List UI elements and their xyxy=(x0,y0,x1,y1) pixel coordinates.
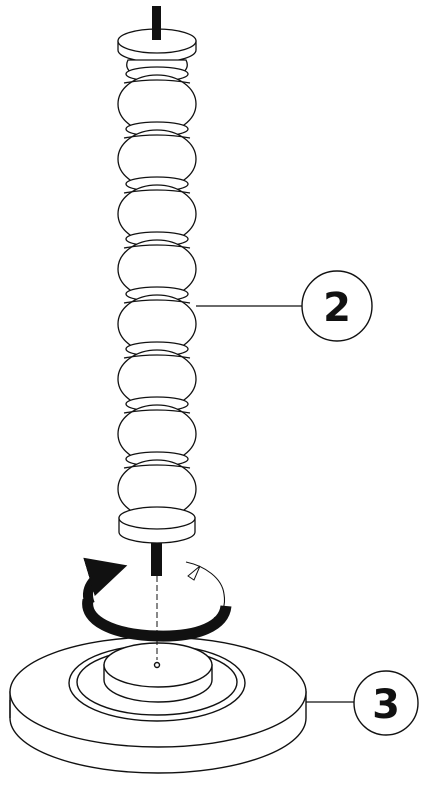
base-hole xyxy=(153,661,161,669)
column-bead-ring xyxy=(123,244,191,249)
rotation-arrow xyxy=(82,557,232,642)
column-bead-ring xyxy=(123,189,191,194)
rotation-back-arc xyxy=(185,561,226,619)
callout-2-label: 2 xyxy=(323,285,351,331)
column-bead-ring xyxy=(123,464,191,469)
callout-2-circle xyxy=(301,270,373,342)
column-bead-ring xyxy=(123,409,191,414)
callout-2: 2 xyxy=(196,270,373,342)
base xyxy=(9,636,307,774)
column xyxy=(117,28,197,544)
rotation-left-arrow xyxy=(83,557,128,606)
callout-3-circle xyxy=(353,670,419,736)
column-foot xyxy=(118,506,196,530)
column-bead-ring xyxy=(123,354,191,359)
column-bead-ring xyxy=(123,134,191,139)
rotation-front-band xyxy=(82,598,232,642)
column-bead-ring xyxy=(123,79,191,84)
top-threaded-stud xyxy=(152,6,161,40)
callout-3: 3 xyxy=(306,670,419,736)
column-bead-ring xyxy=(123,299,191,304)
callout-3-label: 3 xyxy=(372,682,400,728)
bottom-threaded-stud xyxy=(151,540,162,576)
